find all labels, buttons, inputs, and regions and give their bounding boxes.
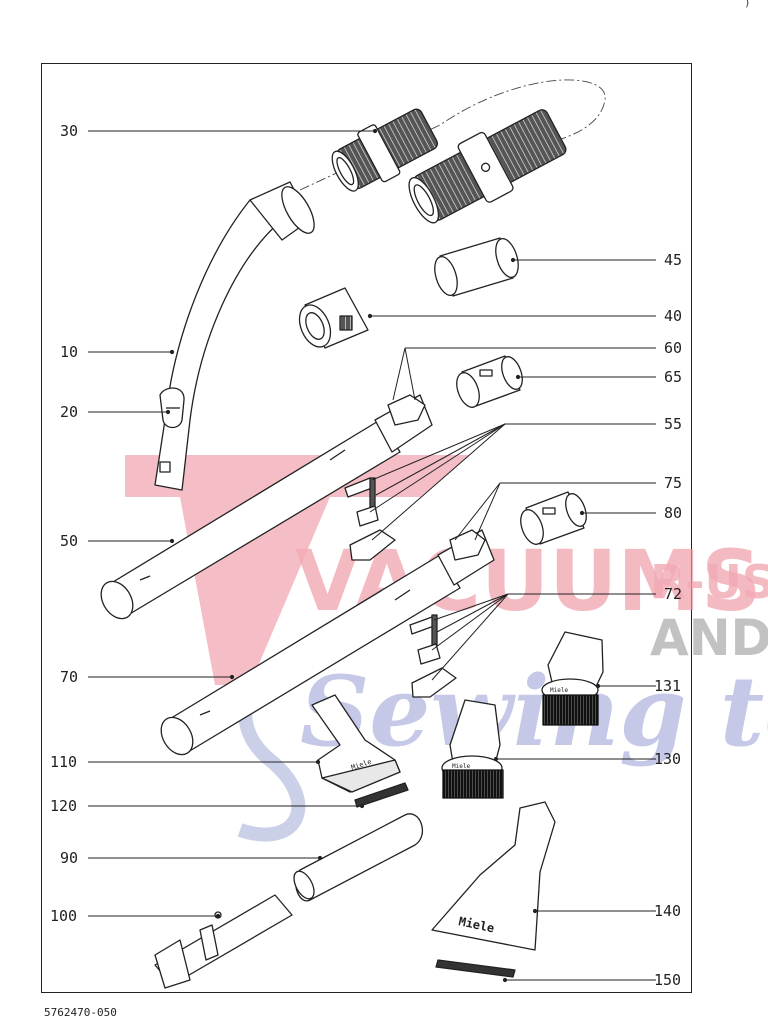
label-65: 65 (664, 368, 683, 386)
label-140: 140 (654, 902, 682, 920)
label-130: 130 (654, 750, 682, 768)
leader-lines (88, 128, 656, 983)
label-30: 30 (60, 122, 79, 140)
label-20: 20 (60, 403, 79, 421)
part-130-dusting-brush: Miele (441, 699, 504, 799)
label-150: 150 (654, 971, 682, 989)
part-150-strip (435, 959, 516, 978)
part-55-slider-parts (344, 477, 396, 561)
label-120: 120 (50, 797, 78, 815)
label-80: 80 (664, 504, 683, 522)
part-90-crevice-nozzle (293, 813, 424, 902)
diagram-frame (41, 63, 692, 993)
label-45: 45 (664, 251, 683, 269)
brand-mark-131: Miele (550, 687, 568, 694)
watermark-line2: R-US (650, 555, 768, 609)
label-131: 131 (654, 677, 682, 695)
part-40-connector (298, 287, 369, 349)
part-120-strip (354, 782, 409, 808)
label-75: 75 (664, 474, 683, 492)
label-70: 70 (60, 668, 79, 686)
label-50: 50 (60, 532, 79, 550)
label-60: 60 (664, 339, 683, 357)
part-50-telescopic-tube (100, 394, 433, 620)
part-131-dusting-brush: Miele (541, 631, 604, 726)
label-90: 90 (60, 849, 79, 867)
part-72-slider-parts (409, 614, 457, 698)
part-70-telescopic-tube (160, 529, 495, 756)
watermark-line3: AND (650, 609, 768, 667)
part-100-dusting-adapter (154, 894, 293, 989)
label-110: 110 (50, 753, 78, 771)
label-55: 55 (664, 415, 683, 433)
label-40: 40 (664, 307, 683, 325)
part-10-curved-handle (154, 181, 315, 491)
part-110-upholstery-tool: Miele (311, 694, 401, 793)
part-45-adapter-tube (434, 237, 519, 297)
part-140-mattress-nozzle: Miele (431, 801, 556, 951)
part-30-hose-couplings (331, 108, 567, 224)
label-10: 10 (60, 343, 79, 361)
part-80-ring (520, 491, 587, 545)
brand-mark-130: Miele (452, 763, 470, 770)
label-100: 100 (50, 907, 78, 925)
label-72: 72 (664, 585, 683, 603)
part-65-ring (456, 355, 523, 408)
document-number: 5762470-050 (44, 1006, 117, 1019)
corner-mark: ) (744, 0, 751, 9)
